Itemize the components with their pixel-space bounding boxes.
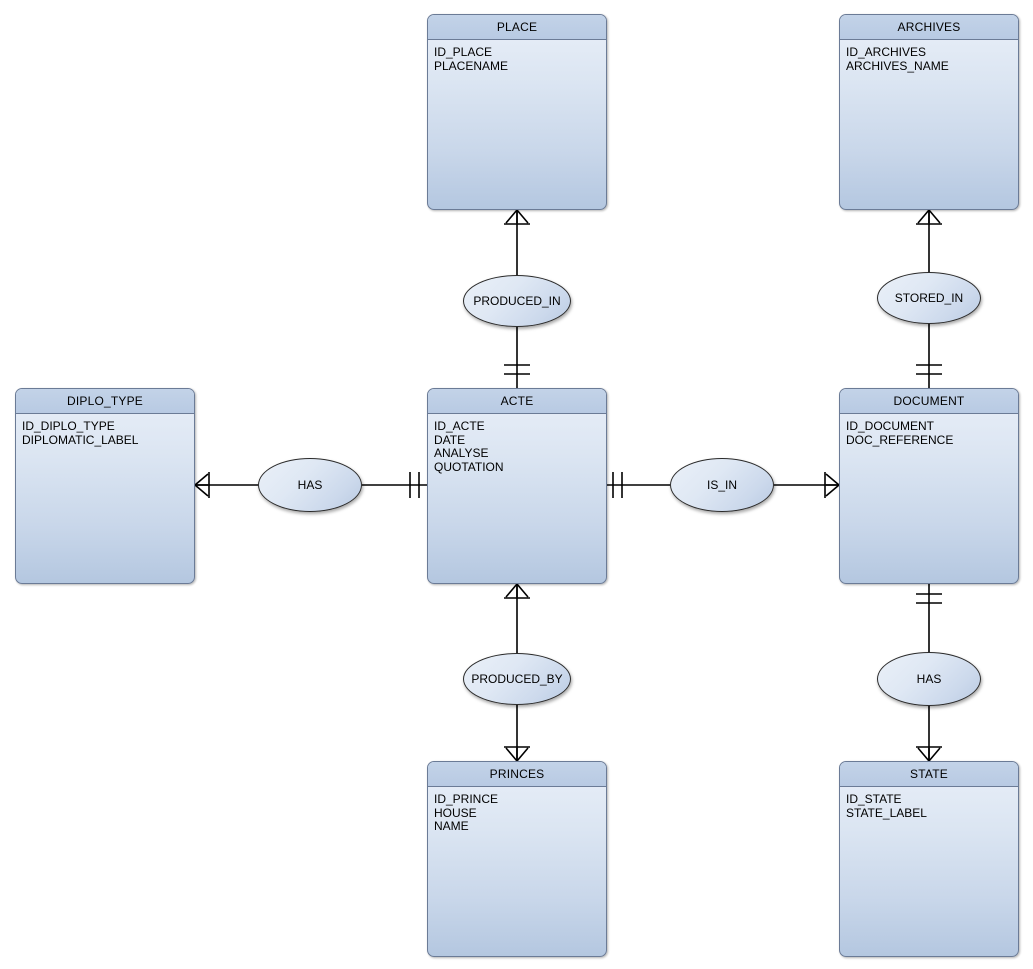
entity-title-princes: PRINCES <box>428 762 606 787</box>
relationship-has_diplo[interactable]: HAS <box>258 458 362 512</box>
crowfoot-acte-bottom <box>505 583 518 598</box>
attribute-row: ID_PLACE <box>434 45 493 59</box>
attribute-row: PLACENAME <box>434 58 509 73</box>
attribute-row: NAME <box>434 819 469 834</box>
attribute-row: ID_DOCUMENT <box>846 419 935 433</box>
entity-title-place: PLACE <box>428 15 606 40</box>
crowfoot-state <box>917 747 930 762</box>
crowfoot-princes <box>505 747 518 762</box>
crowfoot-document-left <box>825 484 840 497</box>
entity-title-state: STATE <box>840 762 1018 787</box>
entity-title-acte: ACTE <box>428 389 606 414</box>
relationship-label-produced_in: PRODUCED_IN <box>473 294 561 308</box>
attribute-row: ID_STATE <box>846 792 902 806</box>
crowfoot-place <box>505 209 518 224</box>
entity-title-archives: ARCHIVES <box>840 15 1018 40</box>
entity-title-diplo_type: DIPLO_TYPE <box>16 389 194 414</box>
attribute-row: DATE <box>434 432 466 447</box>
relationship-produced_by[interactable]: PRODUCED_BY <box>463 653 571 705</box>
attribute-row: ID_PRINCE <box>434 792 499 806</box>
entity-title-document: DOCUMENT <box>840 389 1018 414</box>
attribute-row: DIPLOMATIC_LABEL <box>22 432 139 447</box>
crowfoot-state <box>928 747 941 762</box>
relationship-label-has_diplo: HAS <box>297 478 323 492</box>
attribute-row: ANALYSE <box>434 446 489 461</box>
attribute-row: HOUSE <box>434 805 477 820</box>
attribute-row: DOC_REFERENCE <box>846 432 954 447</box>
relationship-is_in[interactable]: IS_IN <box>670 458 774 512</box>
relationship-label-is_in: IS_IN <box>706 478 737 492</box>
attribute-row: ID_DIPLO_TYPE <box>22 419 115 433</box>
relationship-label-produced_by: PRODUCED_BY <box>471 672 563 686</box>
crowfoot-diplo_type <box>194 473 209 486</box>
relationship-stored_in[interactable]: STORED_IN <box>877 272 981 324</box>
attribute-row: ID_ACTE <box>434 419 485 433</box>
attribute-row: ID_ARCHIVES <box>846 45 927 59</box>
crowfoot-place <box>516 209 529 224</box>
attribute-row: QUOTATION <box>434 459 504 474</box>
relationship-label-has_state: HAS <box>916 672 942 686</box>
crowfoot-archives <box>917 209 930 224</box>
crowfoot-document-left <box>825 473 840 486</box>
relationship-produced_in[interactable]: PRODUCED_IN <box>463 275 571 327</box>
crowfoot-archives <box>928 209 941 224</box>
crowfoot-princes <box>516 747 529 762</box>
crowfoot-acte-bottom <box>516 583 529 598</box>
relationship-label-stored_in: STORED_IN <box>894 291 964 305</box>
crowfoot-diplo_type <box>194 484 209 497</box>
relationship-has_state[interactable]: HAS <box>877 652 981 706</box>
attribute-row: ARCHIVES_NAME <box>846 58 949 73</box>
attribute-row: STATE_LABEL <box>846 805 927 820</box>
